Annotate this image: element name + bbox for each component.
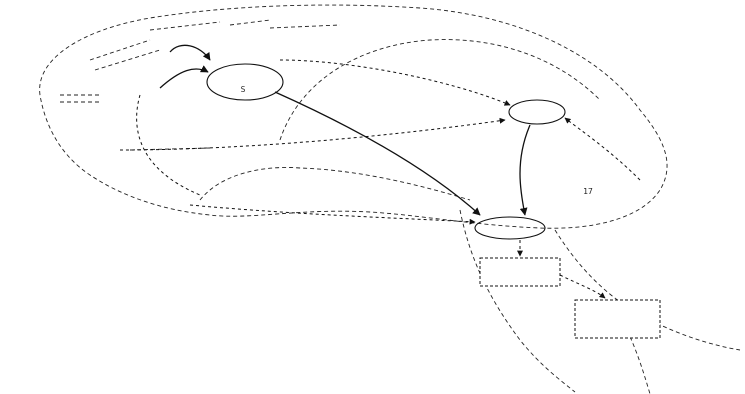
- arrow-left-loop: [136, 94, 201, 196]
- node-box-1: [479, 257, 561, 287]
- arrow-top-curve: [169, 44, 211, 61]
- arrow-right-to-lower: [519, 124, 531, 216]
- node-center-top-label: S: [241, 85, 246, 94]
- node-center-top: [206, 63, 284, 101]
- spine-contour: [609, 299, 651, 394]
- lower-neck-contour-2: [554, 229, 741, 351]
- brainstem-contour: [199, 167, 471, 201]
- arrow-far-right-to-right: [564, 117, 641, 181]
- arrow-left-to-center: [159, 65, 209, 89]
- node-lower-center: [474, 216, 546, 240]
- inner-cortex-contour: [279, 39, 601, 141]
- outer-brain-contour: [39, 4, 668, 229]
- left-label-cluster: [60, 19, 341, 151]
- arrow-center-to-lower: [274, 91, 481, 216]
- node-box-2: [574, 299, 661, 339]
- node-right-mid: [508, 99, 566, 125]
- arrow-center-to-right: [279, 59, 511, 106]
- lower-neck-contour: [459, 209, 576, 393]
- arrow-box-to-box: [559, 274, 606, 299]
- arrow-left-to-right: [119, 117, 506, 151]
- arrow-left-to-lower: [189, 204, 476, 225]
- node-far-right-label: 17: [583, 187, 593, 196]
